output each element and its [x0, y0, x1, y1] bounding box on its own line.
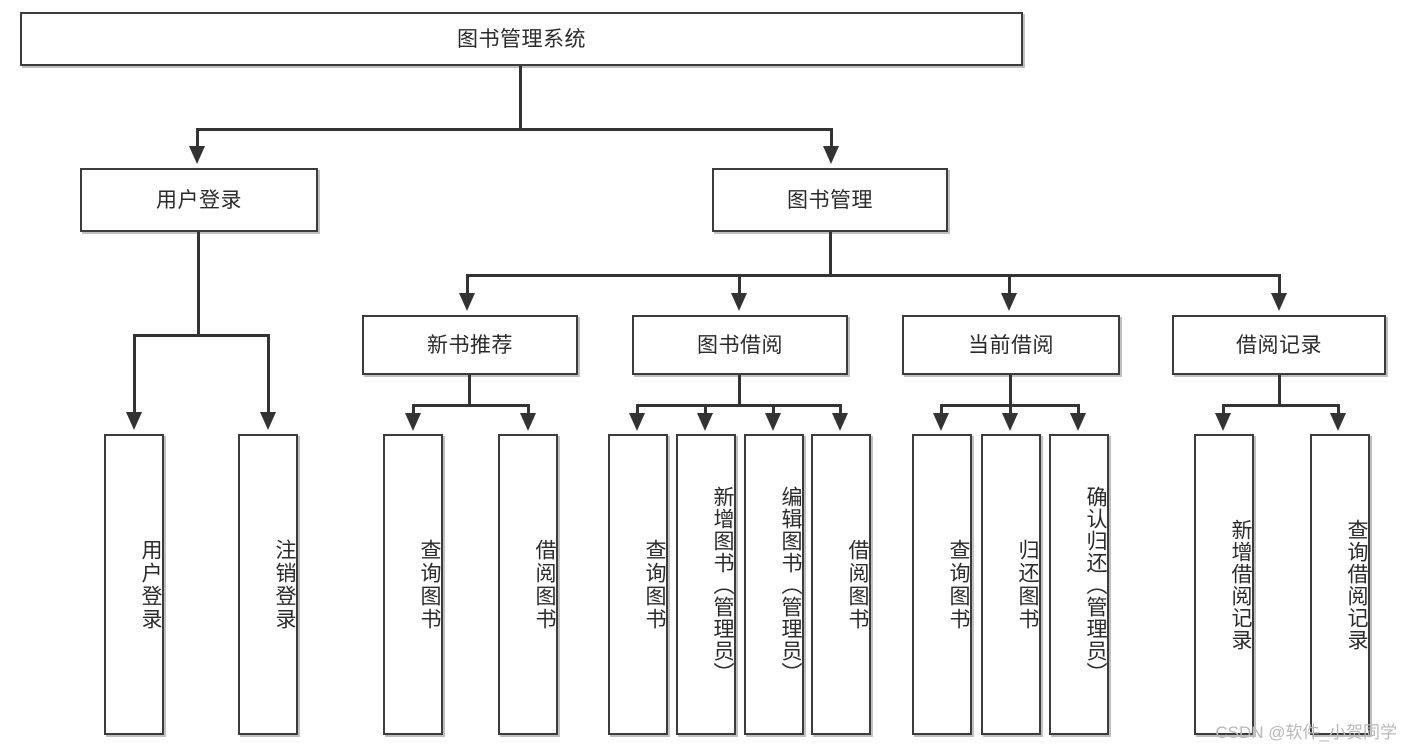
edge-root-bus	[196, 128, 833, 131]
arrow-borrow-record-to-leaf-1	[1330, 413, 1346, 431]
leaf-current-borrow-return-book[interactable]: 归还图书	[981, 434, 1041, 735]
edge-current-borrow-to-leaf-1	[1009, 404, 1012, 416]
edge-borrow-record-bus	[1222, 404, 1340, 407]
leaf-user-logout[interactable]: 注销登录	[238, 434, 298, 735]
arrow-root-to-user-login	[189, 146, 205, 164]
arrow-new-book-to-leaf-0	[405, 413, 421, 431]
arrow-user-login-to-leaf-0	[126, 412, 142, 430]
edge-new-book-to-leaf-1	[527, 404, 530, 416]
leaf-book-borrow-add-book-admin[interactable]: 新增图书（管理员）	[676, 434, 736, 735]
edge-current-borrow-stem	[1009, 375, 1012, 407]
node-label: 新增借阅记录	[1229, 518, 1252, 651]
node-label: 归还图书	[1016, 538, 1039, 631]
node-root-book-management-system[interactable]: 图书管理系统	[20, 12, 1023, 66]
edge-user-login-to-leaf-1	[267, 334, 270, 414]
arrow-book-borrow-to-leaf-3	[832, 413, 848, 431]
edge-book-management-to-book-borrow	[738, 274, 741, 296]
node-label: 图书管理	[787, 188, 873, 212]
node-label: 确认归还（管理员）	[1084, 485, 1107, 684]
node-label: 借阅图书	[846, 538, 869, 631]
node-new-book-recommend[interactable]: 新书推荐	[362, 315, 578, 375]
edge-book-management-to-new-book	[466, 274, 469, 296]
edge-root-stem	[519, 66, 522, 130]
leaf-user-login[interactable]: 用户登录	[104, 434, 164, 735]
node-label: 查询图书	[418, 538, 441, 631]
arrow-current-borrow-to-leaf-2	[1070, 413, 1086, 431]
node-label: 新增图书（管理员）	[711, 485, 734, 684]
node-label: 图书借阅	[697, 333, 783, 357]
edge-book-borrow-stem	[738, 375, 741, 407]
leaf-current-borrow-confirm-return-admin[interactable]: 确认归还（管理员）	[1049, 434, 1109, 735]
edge-current-borrow-to-leaf-0	[940, 404, 943, 416]
node-book-management[interactable]: 图书管理	[712, 168, 948, 232]
edge-user-login-to-leaf-0	[133, 334, 136, 414]
node-label: 查询图书	[643, 538, 666, 631]
edge-current-borrow-to-leaf-2	[1077, 404, 1080, 416]
leaf-borrow-record-add-record[interactable]: 新增借阅记录	[1194, 434, 1254, 735]
edge-borrow-record-to-leaf-0	[1222, 404, 1225, 416]
node-borrow-record[interactable]: 借阅记录	[1172, 315, 1386, 375]
leaf-new-book-query-book[interactable]: 查询图书	[383, 434, 443, 735]
arrow-user-login-to-leaf-1	[260, 412, 276, 430]
node-label: 用户登录	[156, 188, 242, 212]
node-current-borrow[interactable]: 当前借阅	[902, 315, 1120, 375]
edge-root-to-book-management	[830, 128, 833, 150]
watermark-csdn: CSDN @软件_小贺同学	[1215, 723, 1397, 742]
edge-book-borrow-to-leaf-2	[772, 404, 775, 416]
edge-user-login-stem	[197, 232, 200, 337]
edge-new-book-bus	[412, 404, 530, 407]
arrow-book-borrow-to-leaf-2	[765, 413, 781, 431]
edge-book-management-to-current-borrow	[1008, 274, 1011, 296]
edge-book-borrow-bus	[636, 404, 840, 407]
edge-book-management-stem	[829, 232, 832, 276]
node-label: 查询借阅记录	[1345, 518, 1368, 651]
node-label: 图书管理系统	[457, 27, 586, 51]
edge-borrow-record-to-leaf-1	[1337, 404, 1340, 416]
node-label: 用户登录	[139, 538, 162, 631]
arrow-new-book-to-leaf-1	[520, 413, 536, 431]
node-label: 查询图书	[947, 538, 970, 631]
edge-book-borrow-to-leaf-0	[636, 404, 639, 416]
arrow-book-management-to-borrow-record	[1271, 293, 1287, 311]
node-label: 借阅图书	[533, 538, 556, 631]
leaf-book-borrow-edit-book-admin[interactable]: 编辑图书（管理员）	[744, 434, 804, 735]
node-label: 新书推荐	[427, 333, 513, 357]
arrow-book-management-to-current-borrow	[1001, 293, 1017, 311]
arrow-book-management-to-book-borrow	[731, 293, 747, 311]
node-user-login[interactable]: 用户登录	[80, 168, 318, 232]
leaf-book-borrow-query-book[interactable]: 查询图书	[608, 434, 668, 735]
arrow-root-to-book-management	[823, 146, 839, 164]
arrow-book-management-to-new-book	[459, 293, 475, 311]
edge-book-borrow-to-leaf-1	[704, 404, 707, 416]
edge-root-to-user-login	[196, 128, 199, 150]
leaf-current-borrow-query-book[interactable]: 查询图书	[912, 434, 972, 735]
leaf-new-book-borrow-book[interactable]: 借阅图书	[498, 434, 558, 735]
arrow-current-borrow-to-leaf-0	[933, 413, 949, 431]
node-label: 当前借阅	[968, 333, 1054, 357]
edge-new-book-stem	[468, 375, 471, 407]
leaf-borrow-record-query-record[interactable]: 查询借阅记录	[1310, 434, 1370, 735]
edge-book-borrow-to-leaf-3	[839, 404, 842, 416]
edge-user-login-bus	[133, 334, 270, 337]
node-label: 借阅记录	[1236, 333, 1322, 357]
leaf-book-borrow-borrow-book[interactable]: 借阅图书	[811, 434, 871, 735]
edge-book-management-bus	[466, 274, 1281, 277]
node-book-borrow[interactable]: 图书借阅	[632, 315, 848, 375]
node-label: 注销登录	[273, 538, 296, 631]
edge-new-book-to-leaf-0	[412, 404, 415, 416]
arrow-current-borrow-to-leaf-1	[1002, 413, 1018, 431]
edge-book-management-to-borrow-record	[1278, 274, 1281, 296]
arrow-borrow-record-to-leaf-0	[1215, 413, 1231, 431]
arrow-book-borrow-to-leaf-1	[697, 413, 713, 431]
node-label: 编辑图书（管理员）	[779, 485, 802, 684]
edge-borrow-record-stem	[1278, 375, 1281, 407]
arrow-book-borrow-to-leaf-0	[629, 413, 645, 431]
